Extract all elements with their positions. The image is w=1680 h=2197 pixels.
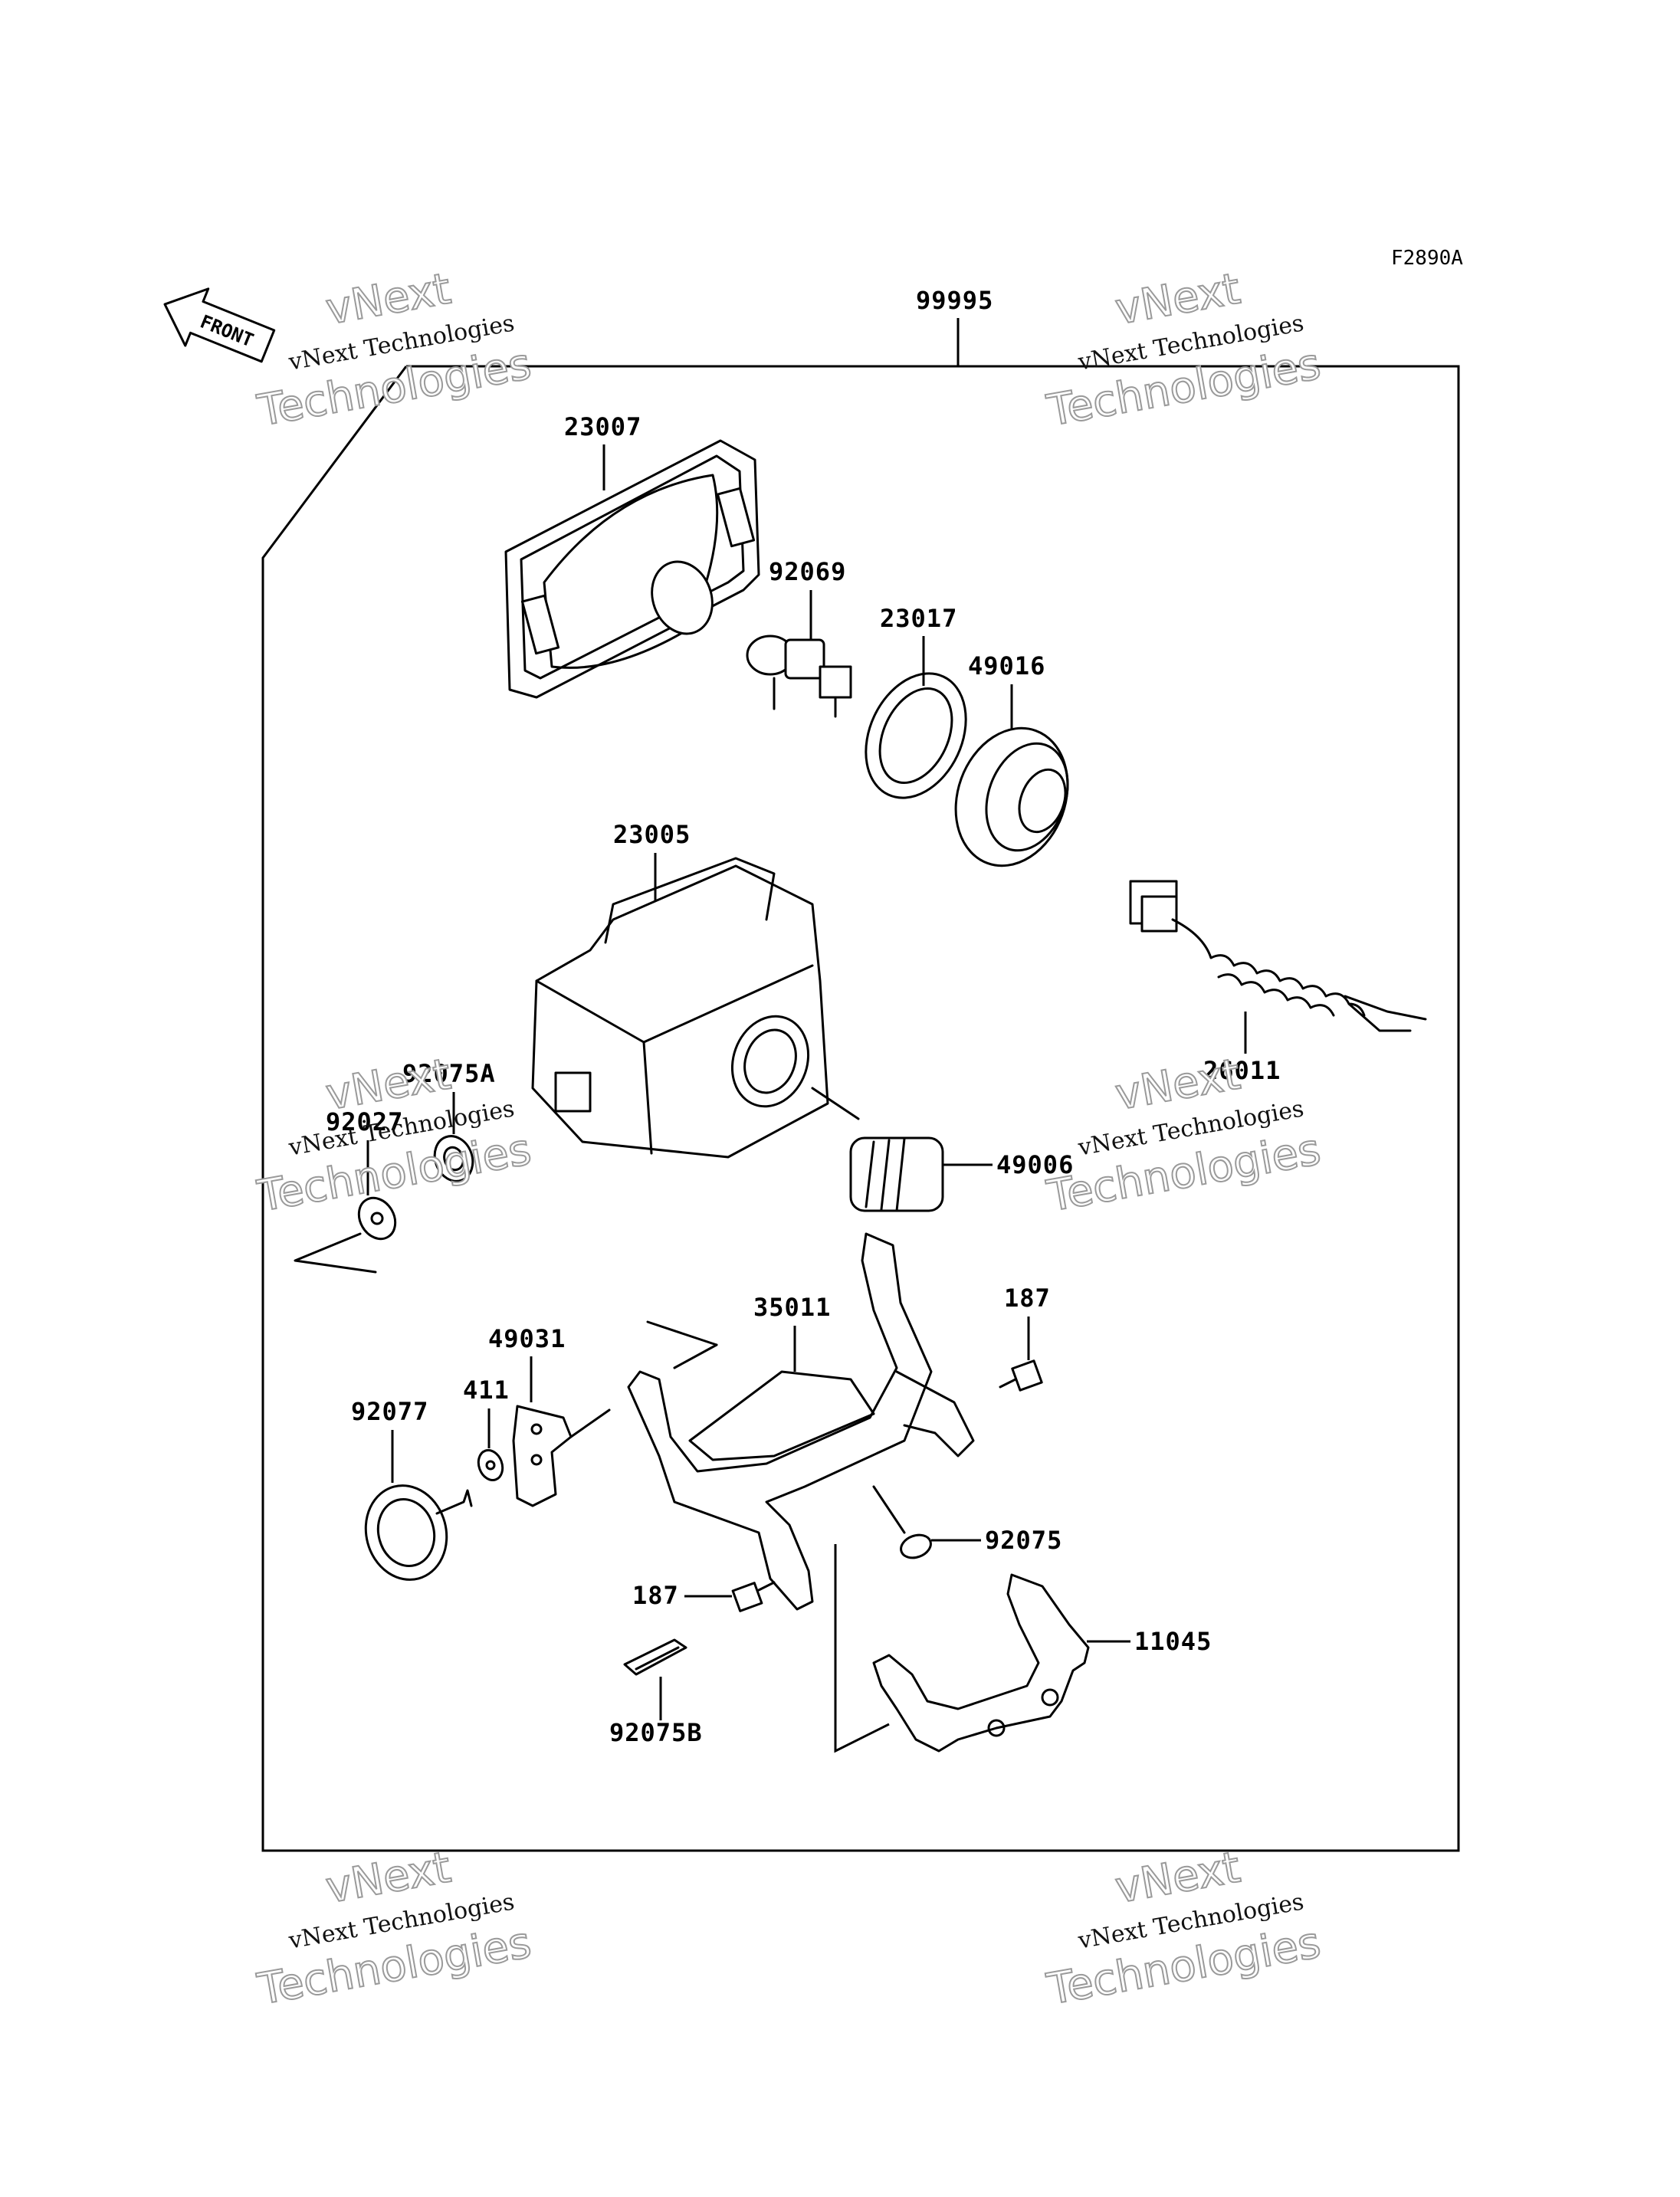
washer-411 (477, 1449, 504, 1481)
clip-92075B (623, 1638, 687, 1676)
label-11045: 11045 (1134, 1627, 1212, 1656)
bolt-187-upper (999, 1359, 1043, 1392)
label-92069: 92069 (769, 557, 846, 586)
label-187b: 187 (632, 1581, 679, 1610)
label-92027: 92027 (326, 1107, 403, 1136)
label-187a: 187 (1004, 1284, 1051, 1313)
diagram-code: F2890A (1391, 247, 1463, 270)
bulb-retaining-ring (865, 672, 967, 799)
rubber-boot-49006 (849, 1136, 944, 1212)
lower-bracket-11045 (872, 1573, 1090, 1753)
label-92077: 92077 (351, 1397, 428, 1426)
grommet-92075 (872, 1485, 932, 1559)
assembly-frame (261, 365, 1460, 1852)
wiring-harness (1129, 880, 1427, 1032)
label-23005: 23005 (613, 820, 691, 849)
headlight-lens (504, 439, 760, 699)
watermark-top-right: vNext vNext Technologies Technologies (1042, 263, 1325, 437)
washer-92027 (294, 1196, 397, 1274)
label-49016: 49016 (968, 651, 1045, 680)
label-49006: 49006 (996, 1150, 1074, 1179)
label-92075B: 92075B (609, 1718, 703, 1747)
label-92075A: 92075A (402, 1059, 496, 1088)
bolt-187-lower (731, 1581, 776, 1612)
plate-49031 (512, 1405, 611, 1507)
grommet-92075A (433, 1135, 474, 1182)
dust-cover (954, 726, 1069, 867)
headlight-bulb (746, 635, 852, 718)
label-411: 411 (463, 1376, 510, 1405)
label-35011: 35011 (753, 1293, 831, 1322)
front-arrow-icon: FRONT (163, 287, 276, 363)
label-92075: 92075 (985, 1526, 1062, 1555)
label-99995: 99995 (916, 286, 993, 315)
watermark-top-left: vNext vNext Technologies Technologies (253, 263, 536, 437)
adjuster-knob-92077 (364, 1484, 473, 1581)
label-26011: 26011 (1203, 1056, 1281, 1085)
label-23017: 23017 (880, 604, 957, 633)
headlight-housing (531, 857, 860, 1159)
label-49031: 49031 (488, 1324, 566, 1353)
watermark-bottom-right: vNext vNext Technologies Technologies (1042, 1841, 1325, 2015)
watermark-bottom-left: vNext vNext Technologies Technologies (253, 1841, 536, 2015)
label-23007: 23007 (564, 412, 641, 441)
mounting-bracket-35011 (627, 1232, 975, 1611)
